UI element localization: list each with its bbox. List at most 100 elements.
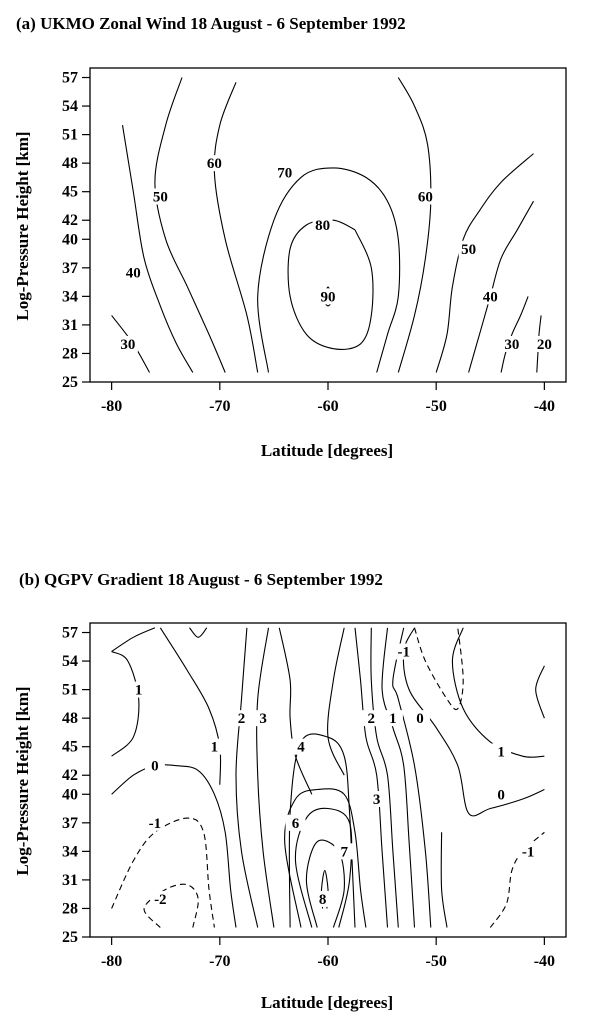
contour-line-level-1 (159, 627, 222, 785)
contour-line-level-1 (189, 627, 208, 638)
x-tick-label: -60 (317, 398, 338, 415)
contour-label-bg (144, 757, 165, 774)
x-axis-label: Latitude [degrees] (261, 993, 393, 1012)
contour-label: 1 (211, 740, 219, 756)
contour-label-bg (334, 843, 355, 860)
contour-label: 1 (497, 744, 505, 760)
contour-line-level-80 (287, 219, 374, 350)
contour-label: -2 (154, 892, 167, 908)
contour-label: -1 (397, 645, 410, 661)
y-tick-label: 54 (62, 98, 78, 115)
contour-label: 6 (292, 816, 300, 832)
y-tick-label: 25 (62, 929, 78, 946)
contour-label: 3 (373, 792, 381, 808)
contour-label-bg (415, 188, 436, 205)
contour-line-level-60 (397, 77, 432, 373)
contour-label: 7 (340, 844, 348, 860)
contour-label: 40 (483, 289, 498, 305)
contour-label-bg (312, 217, 333, 233)
contour-label-bg (150, 188, 171, 205)
y-tick-label: 28 (62, 900, 78, 917)
contour-label: 60 (207, 156, 222, 172)
y-tick-label: 45 (62, 184, 78, 201)
contour-label: 50 (153, 189, 168, 205)
x-tick-label: -70 (209, 398, 230, 415)
contour-label-bg (117, 335, 138, 352)
y-tick-label: 51 (62, 127, 78, 144)
contour-line-level-neg1 (111, 817, 215, 928)
panel-a: (a) UKMO Zonal Wind 18 August - 6 Septem… (13, 14, 567, 460)
contour-line-level-3 (370, 627, 399, 928)
contour-label-bg (318, 288, 338, 305)
contour-label: 0 (151, 759, 159, 775)
y-tick-label: 31 (62, 317, 78, 334)
contour-label-bg (290, 738, 311, 755)
contour-label-bg (253, 710, 274, 727)
contour-label-bg (491, 786, 512, 803)
contour-label-bg (361, 710, 382, 727)
y-tick-label: 48 (62, 155, 78, 172)
contour-line-level-0 (111, 764, 237, 928)
contour-line-level-1 (535, 665, 545, 719)
y-tick-label: 40 (62, 786, 78, 803)
y-tick-label: 34 (62, 288, 78, 305)
y-tick-label: 31 (62, 872, 78, 889)
contour-line-level-2 (235, 627, 259, 928)
contour-label: 30 (504, 337, 519, 353)
contour-label-bg (150, 890, 171, 907)
contour-label-bg (409, 710, 430, 727)
contour-label: 60 (418, 189, 433, 205)
contour-line-level-3 (256, 627, 275, 928)
contour-label-bg (231, 710, 252, 727)
y-tick-label: 57 (62, 70, 78, 87)
contour-label-bg (366, 791, 387, 808)
contour-label: -1 (522, 844, 535, 860)
contour-line-level-1 (111, 650, 140, 757)
contour-label: 2 (238, 711, 246, 727)
contour-line-level-50 (435, 153, 534, 373)
x-tick-label: -50 (426, 953, 447, 970)
contour-label-bg (123, 264, 144, 281)
contour-label: 20 (537, 337, 552, 353)
y-tick-label: 40 (62, 231, 78, 248)
contour-label: 70 (277, 166, 292, 182)
y-tick-label: 45 (62, 739, 78, 756)
contour-label: 1 (389, 711, 397, 727)
contour-line-level-50 (154, 77, 226, 373)
y-axis-label: Log-Pressure Height [km] (13, 131, 32, 320)
contour-line-level-70 (257, 167, 401, 373)
contour-label-bg (501, 335, 522, 352)
contour-line-level-neg2 (143, 883, 199, 928)
chart-title: (b) QGPV Gradient 18 August - 6 Septembe… (19, 570, 383, 589)
contour-line-level-3 (278, 627, 313, 795)
x-tick-label: -40 (534, 953, 555, 970)
contour-label-bg (393, 643, 414, 660)
contour-label-bg (274, 164, 295, 181)
y-tick-label: 37 (62, 815, 78, 832)
y-axis-label: Log-Pressure Height [km] (13, 686, 32, 875)
x-axis-label: Latitude [degrees] (261, 441, 393, 460)
x-tick-label: -50 (426, 398, 447, 415)
contour-label-bg (534, 335, 555, 352)
y-tick-label: 48 (62, 710, 78, 727)
y-tick-label: 34 (62, 843, 78, 860)
contour-label: 4 (297, 740, 305, 756)
y-tick-label: 54 (62, 653, 78, 670)
y-tick-label: 42 (62, 212, 78, 229)
contour-label: 0 (497, 787, 505, 803)
chart-title: (a) UKMO Zonal Wind 18 August - 6 Septem… (16, 14, 406, 33)
contour-label-bg (285, 814, 306, 831)
contour-label-bg (458, 240, 479, 257)
contour-label-bg (204, 155, 225, 172)
contour-line-level-40 (468, 200, 534, 373)
y-tick-label: 51 (62, 682, 78, 699)
contour-label: 2 (368, 711, 376, 727)
contour-label-bg (491, 743, 512, 760)
contour-label: 80 (315, 218, 330, 234)
contour-label-bg (144, 814, 165, 831)
contour-label: 90 (321, 289, 336, 305)
contour-lines (111, 627, 545, 928)
